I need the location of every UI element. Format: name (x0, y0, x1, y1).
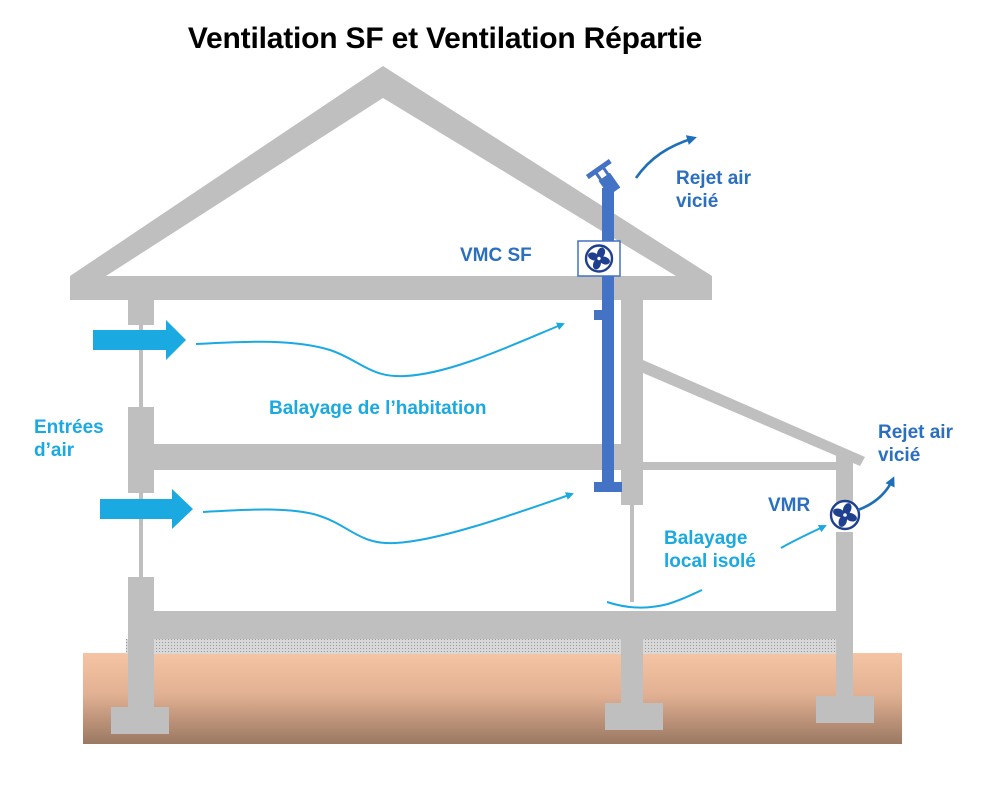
middle-floor (128, 444, 628, 470)
annex-wall-lower (836, 532, 853, 697)
fan-icon (584, 244, 614, 273)
footing-center (605, 703, 663, 730)
duct-outlet-lower (594, 482, 622, 492)
label-rejet-air-top: Rejet air vicié (676, 168, 751, 212)
footing-right (816, 696, 874, 723)
house-structure (70, 66, 874, 734)
crawlspace-insulation (643, 639, 836, 654)
left-wall-bottom (128, 577, 154, 707)
ground-soil (83, 653, 902, 744)
airflow-lower (202, 492, 574, 545)
chimney-cap-icon (585, 158, 621, 196)
exhaust-arrow-vmr (857, 476, 895, 512)
attic-floor (70, 276, 712, 300)
arrow-right-icon (93, 320, 186, 360)
duct-outlet-upper (594, 310, 614, 320)
exhaust-arrow-main (634, 135, 697, 179)
duct-vertical (602, 188, 614, 488)
airflow-annex-bottom (606, 589, 703, 609)
page-title: Ventilation SF et Ventilation Répartie (187, 22, 703, 55)
left-wall-window-upper (139, 325, 143, 407)
annex-ceiling (643, 462, 838, 470)
annex-roof (643, 360, 865, 466)
label-vmc-sf: VMC SF (460, 245, 532, 266)
airflow-annex-up (780, 524, 827, 549)
left-wall-top (128, 300, 154, 325)
annex-wall (836, 452, 853, 502)
vmc-sf-unit (577, 240, 621, 277)
airflow-upper (195, 322, 565, 378)
vmr-unit (829, 499, 861, 531)
label-rejet-air-right: Rejet air vicié (878, 422, 953, 466)
central-pier (621, 639, 643, 704)
fan-icon (829, 499, 861, 531)
label-balayage-local: Balayage local isolé (664, 528, 756, 572)
label-entrees-air: Entrées d’air (34, 417, 104, 461)
central-wall (621, 300, 643, 505)
crawlspace-insulation (126, 639, 623, 654)
left-wall-window-lower (139, 493, 143, 577)
label-vmr: VMR (768, 495, 811, 516)
arrow-right-icon (100, 489, 193, 529)
label-balayage-habitation: Balayage de l’habitation (269, 398, 487, 419)
ground-floor-slab (128, 611, 848, 639)
central-wall-lower (630, 505, 634, 602)
footing-left (111, 707, 169, 734)
